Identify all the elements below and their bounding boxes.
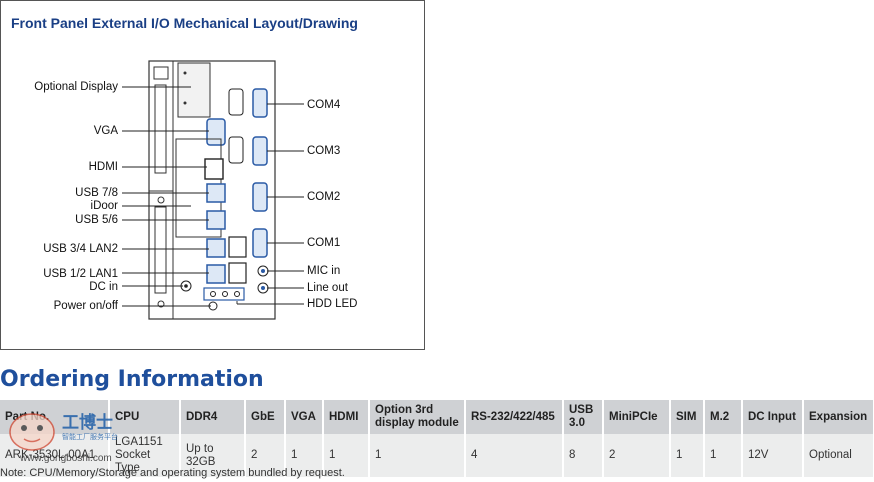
- label-com4: COM4: [307, 99, 341, 111]
- col-header-rs232: RS-232/422/485: [465, 400, 564, 434]
- cell-vga: 1: [285, 434, 324, 477]
- ordering-note: Note: CPU/Memory/Storage and operating s…: [0, 467, 345, 479]
- col-header-sim: SIM: [670, 400, 705, 434]
- cell-sim: 1: [670, 434, 705, 477]
- table-row: ARK-3530L-00A1 LGA1151 Socket Type Up to…: [0, 434, 874, 477]
- ordering-information-heading: Ordering Information: [0, 367, 264, 392]
- cell-dc-input: 12V: [742, 434, 804, 477]
- col-header-ddr4: DDR4: [180, 400, 246, 434]
- col-header-expansion: Expansion: [803, 400, 874, 434]
- label-vga: VGA: [93, 125, 118, 137]
- col-header-vga: VGA: [285, 400, 324, 434]
- col-header-gbe: GbE: [245, 400, 286, 434]
- label-hdd-led: HDD LED: [307, 298, 358, 310]
- col-header-cpu: CPU: [109, 400, 181, 434]
- cell-m2: 1: [704, 434, 743, 477]
- table-header-row: Part No. CPU DDR4 GbE VGA HDMI Option 3r…: [0, 400, 874, 434]
- col-header-option-display: Option 3rd display module: [369, 400, 466, 434]
- cell-usb30: 8: [563, 434, 604, 477]
- label-com3: COM3: [307, 145, 341, 157]
- col-header-m2: M.2: [704, 400, 743, 434]
- device-front-panel: [122, 60, 304, 320]
- cell-hdmi: 1: [323, 434, 370, 477]
- label-usb-3-4-lan2: USB 3/4 LAN2: [43, 243, 118, 255]
- cell-ddr4: Up to 32GB: [180, 434, 246, 477]
- io-layout-drawing: Front Panel External I/O Mechanical Layo…: [0, 0, 425, 350]
- label-dc-in: DC in: [89, 281, 118, 293]
- cell-option-display: 1: [369, 434, 466, 477]
- label-usb-7-8: USB 7/8: [75, 187, 118, 199]
- cell-minipcie: 2: [603, 434, 671, 477]
- label-hdmi: HDMI: [88, 161, 118, 173]
- col-header-part-no: Part No.: [0, 400, 110, 434]
- ordering-table: Part No. CPU DDR4 GbE VGA HDMI Option 3r…: [0, 400, 874, 477]
- label-line-out: Line out: [307, 282, 348, 294]
- label-com2: COM2: [307, 191, 341, 203]
- col-header-dc-input: DC Input: [742, 400, 804, 434]
- drawing-title: Front Panel External I/O Mechanical Layo…: [11, 15, 358, 31]
- label-power-on-off: Power on/off: [53, 300, 118, 312]
- label-usb-1-2-lan1: USB 1/2 LAN1: [43, 268, 118, 280]
- cell-expansion: Optional: [803, 434, 874, 477]
- label-optional-display: Optional Display: [34, 81, 118, 93]
- label-com1: COM1: [307, 237, 341, 249]
- label-mic-in: MIC in: [307, 265, 341, 277]
- label-usb-5-6: USB 5/6: [75, 214, 118, 226]
- cell-rs232: 4: [465, 434, 564, 477]
- label-idoor: iDoor: [90, 200, 118, 212]
- col-header-minipcie: MiniPCIe: [603, 400, 671, 434]
- col-header-hdmi: HDMI: [323, 400, 370, 434]
- cell-gbe: 2: [245, 434, 286, 477]
- col-header-usb30: USB 3.0: [563, 400, 604, 434]
- cell-cpu: LGA1151 Socket Type: [109, 434, 181, 477]
